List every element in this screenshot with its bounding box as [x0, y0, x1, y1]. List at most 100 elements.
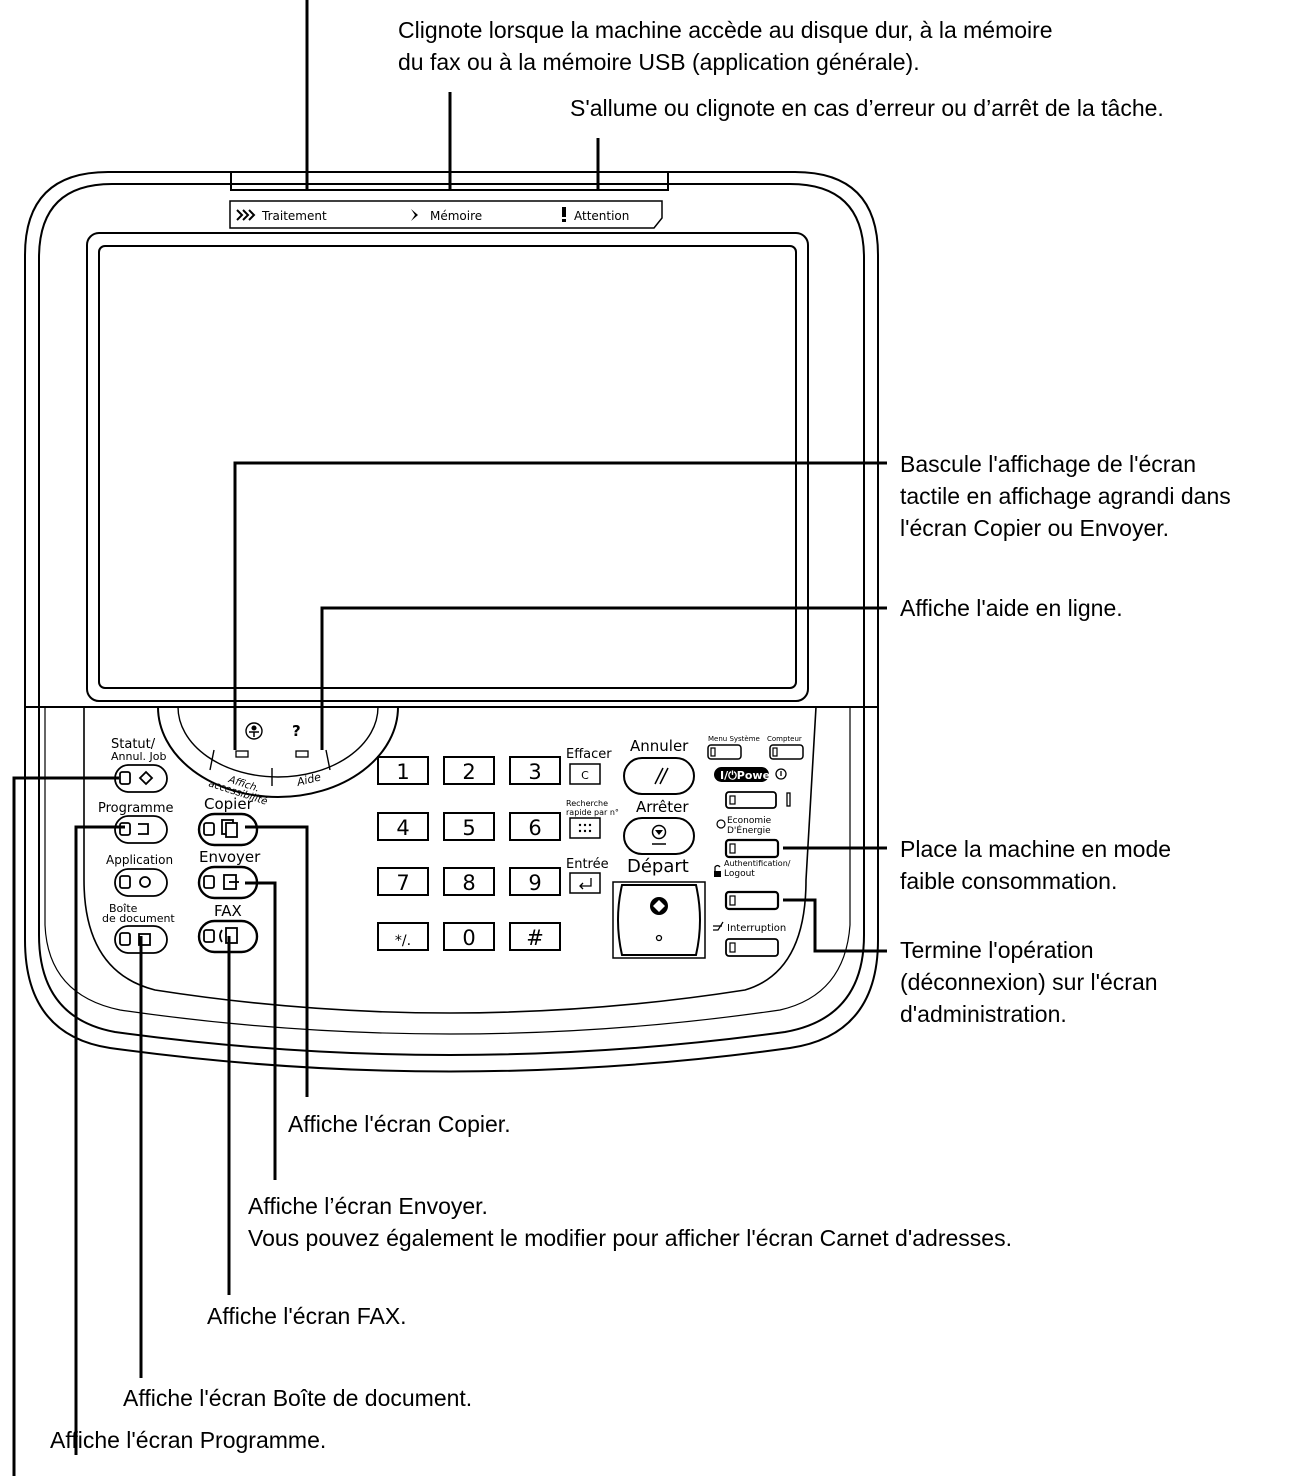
power-indicator — [786, 792, 791, 807]
reset-button[interactable] — [623, 757, 695, 795]
energy-saver-label-2: D'Énergie — [727, 824, 771, 836]
document-box-caption: Affiche l'écran Boîte de document. — [123, 1385, 473, 1411]
start-button[interactable] — [612, 881, 706, 959]
keypad-key-label: 1 — [396, 760, 409, 784]
energy-caption: Place la machine en mode faible consomma… — [900, 833, 1171, 897]
keypad-key[interactable]: 0 — [443, 922, 495, 951]
clear-label: Effacer — [566, 747, 612, 762]
document-box-button[interactable] — [114, 925, 168, 954]
keypad-key-label: 3 — [528, 760, 541, 784]
grid-icon — [578, 823, 592, 833]
interrupt-icon — [713, 921, 724, 931]
stop-button[interactable] — [623, 817, 695, 855]
keypad-key-label: # — [526, 926, 544, 950]
fax-label: FAX — [214, 902, 242, 920]
document-box-label-2: de document — [102, 912, 175, 925]
keypad-key-frame — [443, 756, 495, 785]
keypad-key-label: 7 — [396, 871, 409, 895]
keypad-key-frame — [509, 756, 561, 785]
accessibility-caption-line2: tactile en affichage agrandi dans — [900, 483, 1231, 509]
logout-caption-line1: Termine l'opération — [900, 937, 1094, 963]
send-caption-line1: Affiche l’écran Envoyer. — [248, 1193, 488, 1219]
interrupt-button[interactable] — [725, 938, 779, 957]
keypad-key[interactable]: 1 — [377, 756, 429, 785]
energy-saver-icon — [716, 819, 726, 829]
logout-caption-line2: (déconnexion) sur l'écran — [900, 969, 1158, 995]
keypad-key-frame — [509, 867, 561, 896]
energy-caption-line1: Place la machine en mode — [900, 836, 1172, 862]
start-icon — [650, 897, 668, 942]
help-label: Aide — [295, 770, 323, 789]
keypad-key-label: 4 — [396, 816, 409, 840]
keypad-key-label: 6 — [528, 816, 541, 840]
keypad-key[interactable]: 4 — [377, 812, 429, 841]
send-caption-line2: Vous pouvez également le modifier pour a… — [248, 1225, 1012, 1251]
keypad-key[interactable]: 3 — [509, 756, 561, 785]
keypad-key-frame — [443, 922, 495, 951]
keypad-key-frame — [509, 922, 561, 951]
keypad-key-label: 9 — [528, 871, 541, 895]
reset-label: Annuler — [630, 737, 689, 755]
keypad-key-frame — [443, 812, 495, 841]
keypad-key[interactable]: 8 — [443, 867, 495, 896]
enter-arrow-icon — [579, 878, 592, 890]
authentication-label-2: Logout — [724, 869, 755, 879]
memory-caption-line1: Clignote lorsque la machine accède au di… — [398, 17, 1053, 43]
system-menu-label: Menu Système — [708, 735, 760, 743]
keypad-key-frame — [509, 812, 561, 841]
attention-lamp-icon — [562, 207, 566, 222]
accessibility-icon — [249, 725, 259, 737]
keypad-key[interactable]: */. — [377, 922, 429, 951]
enter-key[interactable] — [569, 872, 601, 894]
stop-label: Arrêter — [636, 798, 689, 816]
energy-saver-button[interactable] — [724, 838, 780, 859]
indicator-lamps: Traitement Mémoire Attention — [236, 207, 629, 223]
energy-caption-line2: faible consommation. — [900, 868, 1118, 894]
attention-label: Attention — [574, 209, 629, 223]
send-caption: Affiche l’écran Envoyer. Vous pouvez éga… — [248, 1190, 1012, 1254]
clear-key[interactable]: C — [569, 763, 601, 785]
power-badge: I/⏻Power — [714, 767, 776, 782]
copy-button[interactable] — [197, 812, 259, 847]
keypad-key-frame — [377, 922, 429, 951]
program-caption: Affiche l'écran Programme. — [50, 1427, 327, 1453]
fax-caption: Affiche l'écran FAX. — [207, 1303, 407, 1329]
processing-label: Traitement — [261, 209, 327, 223]
quick-search-key[interactable] — [569, 817, 601, 839]
keypad-key-frame — [377, 756, 429, 785]
quick-search-label: Recherche — [566, 799, 608, 808]
lock-icon — [714, 864, 721, 877]
keypad-key[interactable]: 9 — [509, 867, 561, 896]
keypad-key-frame — [377, 867, 429, 896]
status-job-cancel-button[interactable] — [114, 764, 168, 793]
keypad-key[interactable]: 5 — [443, 812, 495, 841]
main-power-icon — [775, 768, 787, 780]
counter-label: Compteur — [767, 735, 802, 743]
send-label: Envoyer — [199, 848, 261, 866]
memory-caption-line2: du fax ou à la mémoire USB (application … — [398, 49, 920, 75]
application-button[interactable] — [114, 868, 168, 897]
keypad-key[interactable]: 6 — [509, 812, 561, 841]
start-label: Départ — [627, 856, 689, 877]
logout-caption: Termine l'opération (déconnexion) sur l'… — [900, 934, 1158, 1030]
status-job-cancel-label: Statut/ Annul. Job — [111, 737, 166, 763]
logout-caption-line3: d'administration. — [900, 1001, 1067, 1027]
accessibility-caption-line1: Bascule l'affichage de l'écran — [900, 451, 1197, 477]
send-button[interactable] — [197, 865, 259, 900]
quick-search-label-2: rapide par n° — [566, 808, 619, 817]
program-button[interactable] — [114, 815, 168, 844]
keypad-key[interactable]: 2 — [443, 756, 495, 785]
stop-icon — [651, 824, 667, 845]
memory-lamp-icon — [411, 209, 418, 221]
panel-outline — [24, 171, 879, 1073]
counter-button[interactable] — [769, 744, 804, 760]
keypad-key[interactable]: 7 — [377, 867, 429, 896]
keypad-key[interactable]: # — [509, 922, 561, 951]
memory-caption: Clignote lorsque la machine accède au di… — [398, 14, 1053, 78]
keypad-key-label: */. — [395, 933, 411, 949]
power-button[interactable] — [725, 791, 777, 809]
fax-button[interactable] — [197, 919, 259, 954]
system-menu-button[interactable] — [707, 744, 742, 760]
authentication-logout-button[interactable] — [724, 890, 780, 911]
